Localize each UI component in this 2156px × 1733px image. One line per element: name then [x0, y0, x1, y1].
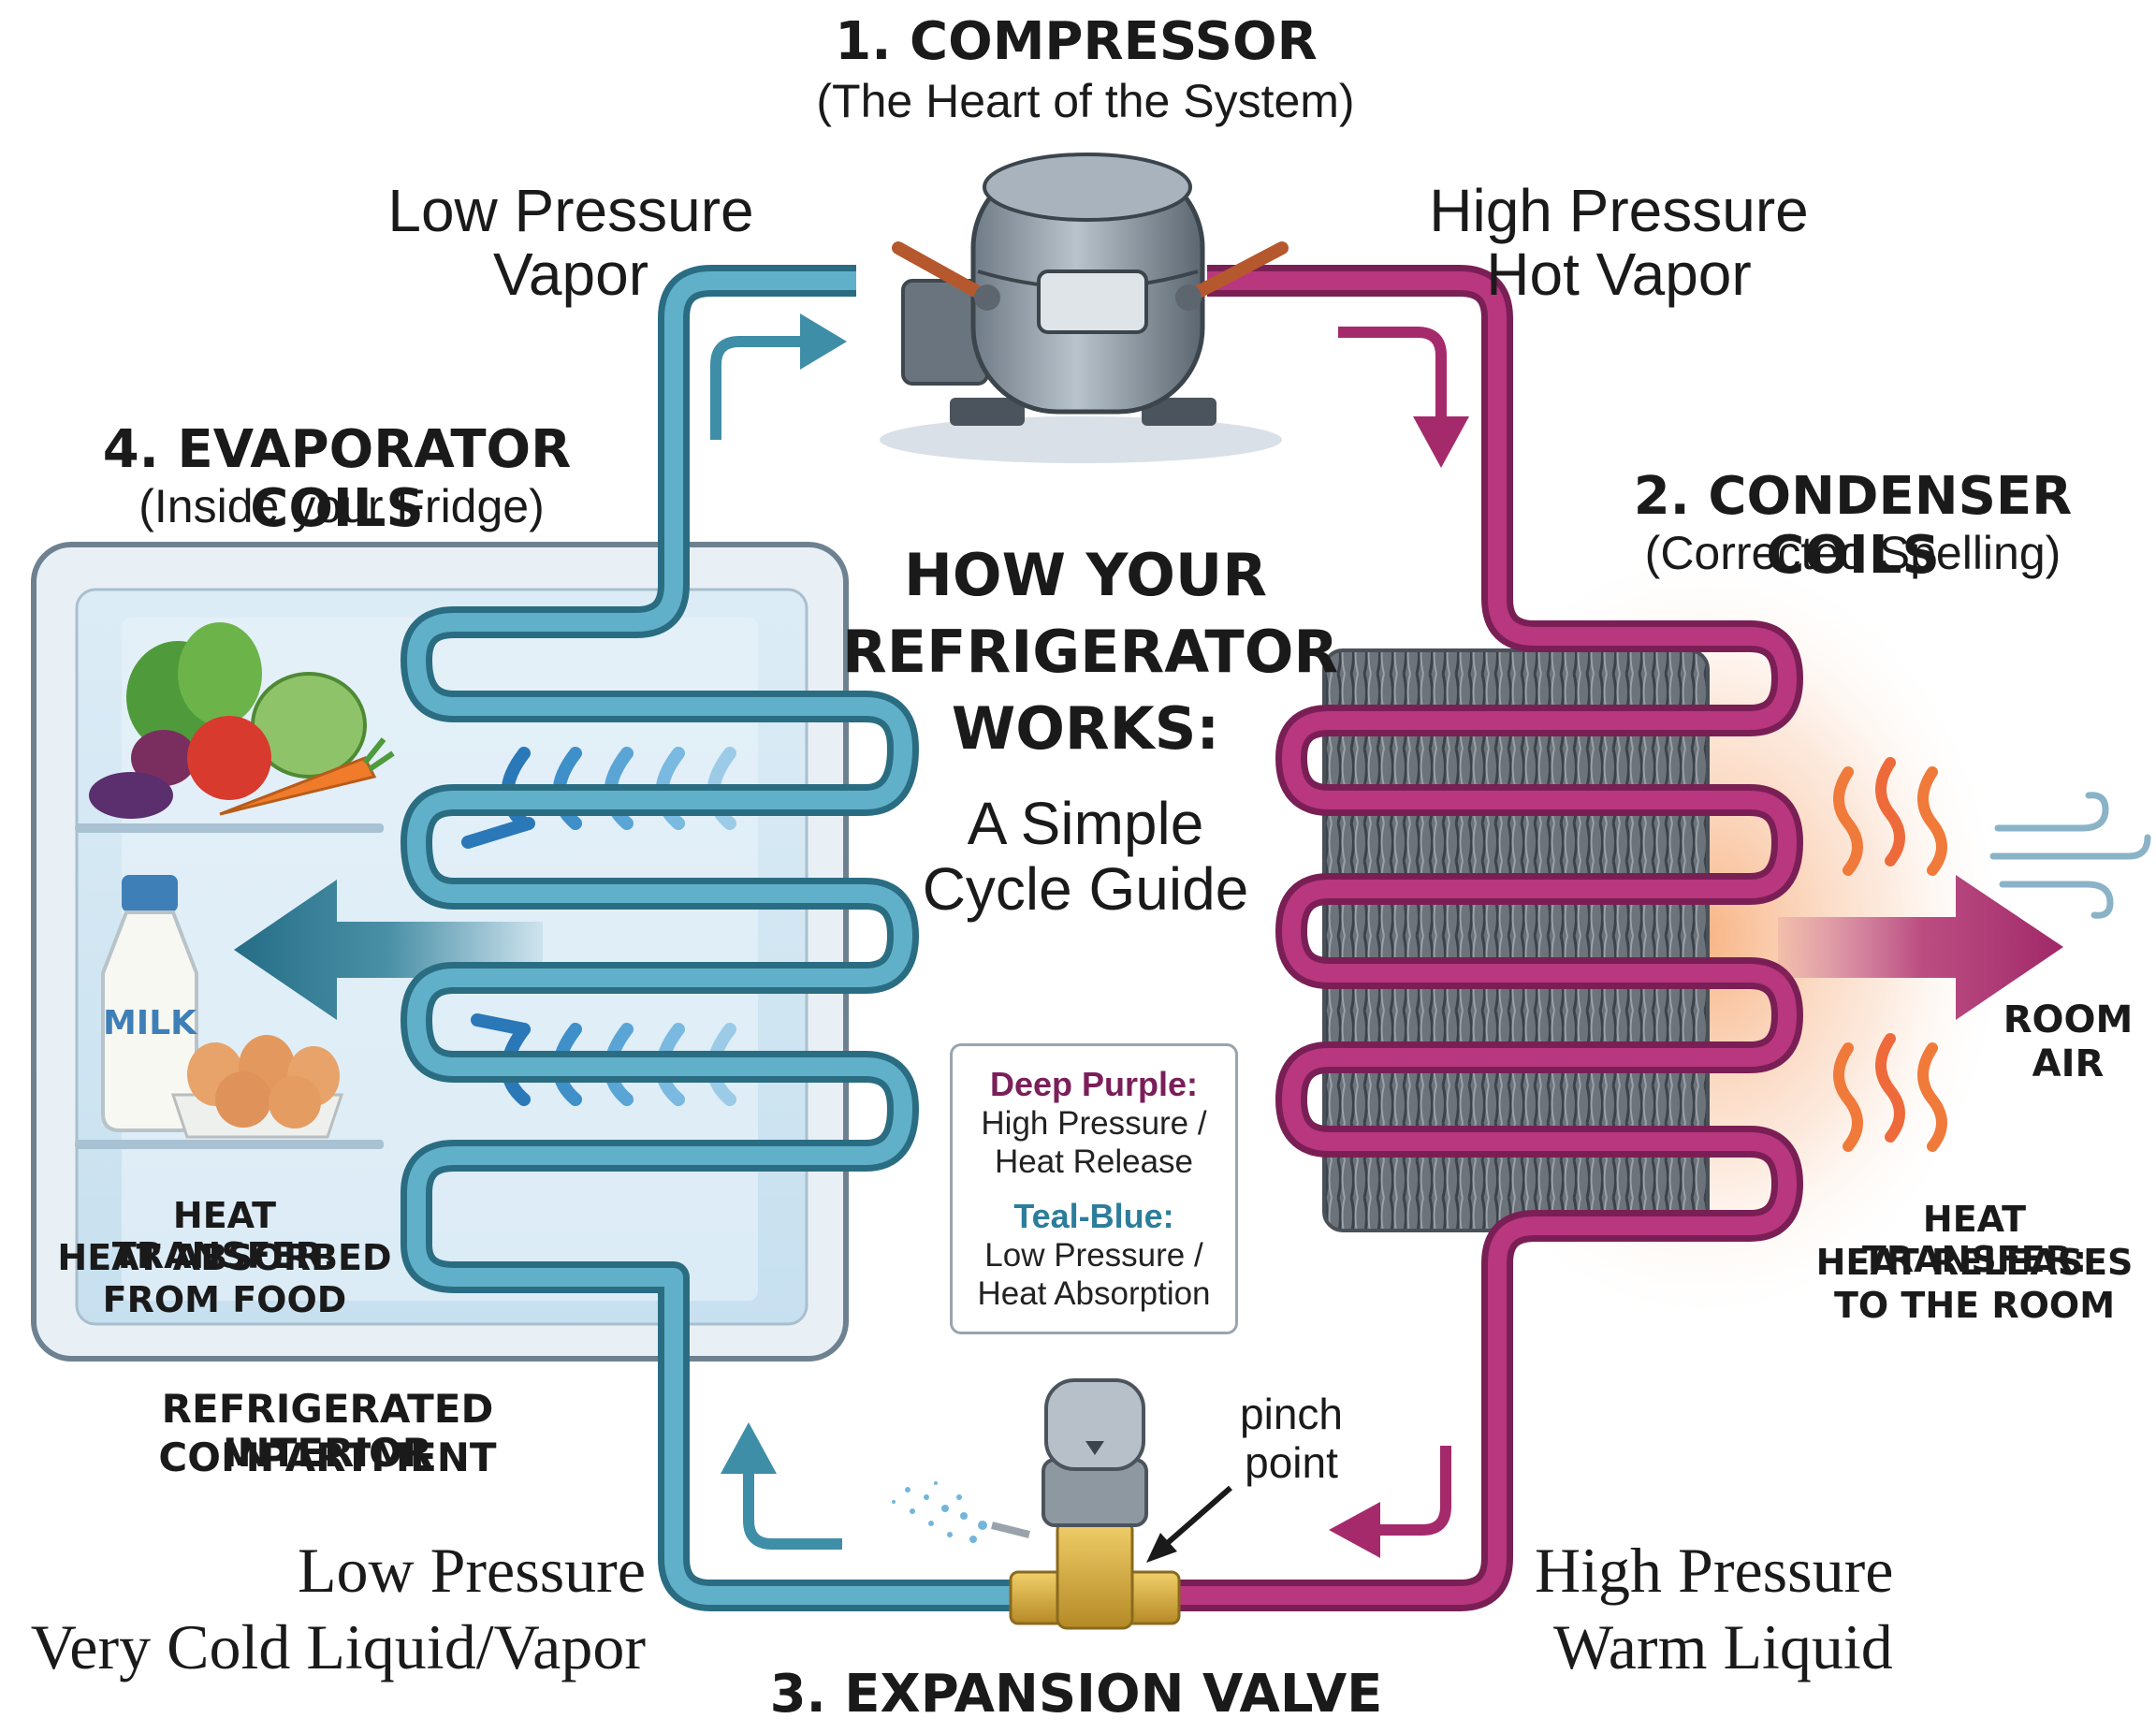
pinch-label-2: point [1245, 1438, 1338, 1487]
color-legend: Deep Purple: High Pressure / Heat Releas… [950, 1043, 1238, 1334]
room-air-arrow [1778, 875, 2063, 1020]
evaporator-subheading: (Inside your Fridge) [138, 480, 545, 532]
pinch-label-1: pinch [1240, 1390, 1343, 1438]
heat-wave-icon [1833, 757, 1947, 1152]
valve-right-label-2: Warm Liquid [1553, 1611, 1893, 1682]
compressor-heading: 1. COMPRESSOR [835, 11, 1318, 72]
cold-air-arrow [234, 880, 543, 1020]
milk-bottle-icon [101, 875, 198, 1132]
condenser-heat-2: HEAT RELEASES [1815, 1242, 2134, 1283]
legend-blue-desc-2: Heat Absorption [977, 1274, 1211, 1312]
vegetables-icon [89, 622, 395, 819]
valve-left-label-1: Low Pressure [297, 1535, 646, 1606]
evaporator-heat-2: HEAT ABSORBED [57, 1237, 392, 1278]
compressor-outlet-label-2: Hot Vapor [1486, 240, 1752, 308]
legend-purple-desc-1: High Pressure / [981, 1105, 1207, 1142]
room-air-label-2: AIR [2032, 1042, 2105, 1085]
compressor-outlet-label-1: High Pressure [1429, 177, 1809, 244]
condenser-subheading: (Corrected Spelling) [1644, 527, 2061, 579]
page-title-line-3: WORKS: [951, 694, 1220, 763]
condenser-heat-1: HEAT TRANSFER: [1861, 1199, 2088, 1280]
evaporator-heat-1: HEAT TRANSFER: [111, 1195, 338, 1276]
eggs-icon [170, 1035, 344, 1139]
valve-left-label-2: Very Cold Liquid/Vapor [30, 1611, 646, 1682]
page-subtitle-line-1: A Simple [967, 790, 1204, 857]
cold-air-icon [461, 747, 736, 1106]
milk-label: MILK [103, 1004, 197, 1042]
condenser-heat-3: TO THE ROOM [1833, 1285, 2116, 1326]
legend-purple-title: Deep Purple: [989, 1065, 1199, 1103]
compressor-inlet-label-2: Vapor [492, 240, 649, 308]
flow-arrow-valve-up [743, 1469, 842, 1550]
condenser-heading: 2. CONDENSER COILS [1633, 466, 2073, 586]
compressor-icon [880, 153, 1289, 463]
interior-label-2: COMPARTMENT [158, 1434, 497, 1480]
interior-label-1: REFRIGERATED INTERIOR [161, 1386, 494, 1477]
flow-arrow-evap-up [710, 336, 805, 440]
expansion-valve-icon [892, 1378, 1181, 1630]
wind-icon [1989, 792, 2151, 919]
legend-blue-title: Teal-Blue: [1013, 1196, 1174, 1235]
page-title-line-1: HOW YOUR [903, 541, 1268, 609]
flow-arrow-to-valve [1376, 1446, 1451, 1536]
page-title-line-2: REFRIGERATOR [842, 618, 1339, 686]
expansion-heading: 3. EXPANSION VALVE [769, 1664, 1383, 1725]
compressor-subheading: (The Heart of the System) [816, 75, 1355, 127]
flow-arrow-to-condenser [1338, 327, 1447, 421]
room-air-label-1: ROOM [2003, 998, 2134, 1041]
legend-blue-desc-1: Low Pressure / [984, 1236, 1203, 1274]
evaporator-heat-3: FROM FOOD [102, 1279, 347, 1320]
page-subtitle-line-2: Cycle Guide [922, 855, 1249, 923]
legend-purple-desc-2: Heat Release [994, 1143, 1194, 1181]
valve-right-label-1: High Pressure [1535, 1535, 1894, 1606]
compressor-inlet-label-1: Low Pressure [387, 177, 754, 244]
evaporator-heading: 4. EVAPORATOR COILS [102, 419, 572, 539]
